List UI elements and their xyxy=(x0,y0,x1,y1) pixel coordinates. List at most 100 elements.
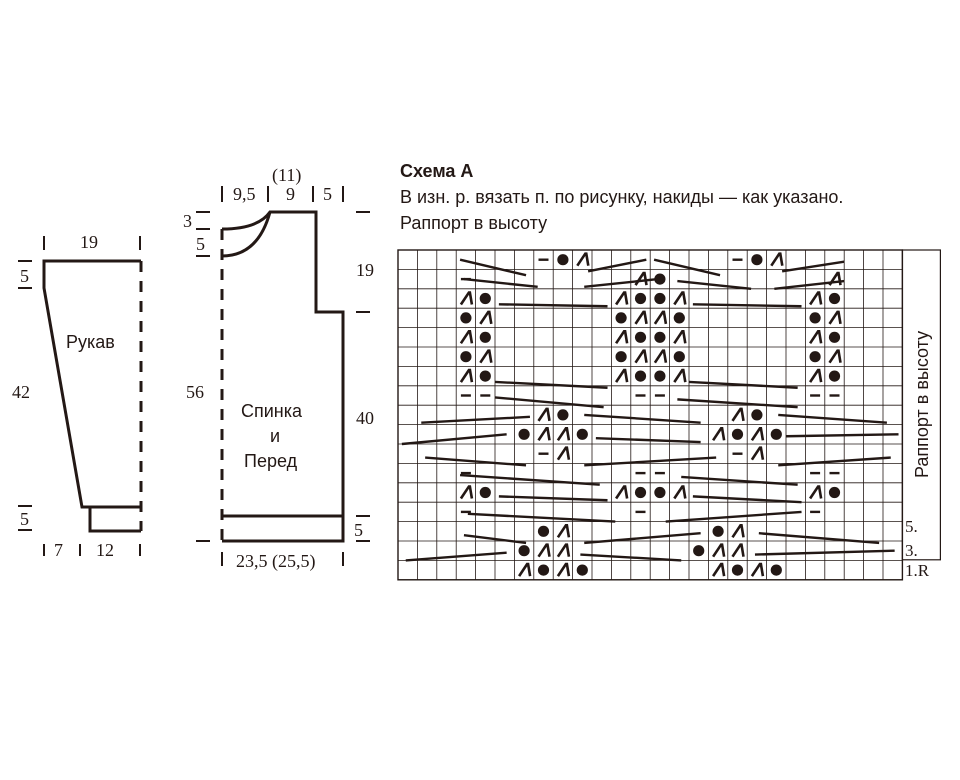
bobble-symbol xyxy=(654,273,666,285)
decrease-symbol xyxy=(809,485,823,500)
decrease-symbol xyxy=(712,562,726,577)
bobble-symbol xyxy=(615,312,627,324)
decrease-symbol xyxy=(459,368,474,383)
bobble-symbol xyxy=(537,525,550,537)
decrease-symbol xyxy=(673,291,687,306)
cable-strand xyxy=(580,553,682,562)
bobble-symbol xyxy=(518,545,530,557)
bobble-symbol xyxy=(731,564,744,576)
decrease-symbol xyxy=(556,446,571,461)
bobble-symbol xyxy=(828,331,841,343)
repeat-bracket xyxy=(901,249,942,561)
cable-strand xyxy=(425,456,527,467)
cable-strand xyxy=(781,260,845,273)
bobble-symbol xyxy=(654,331,666,343)
bobble-symbol xyxy=(576,564,588,576)
scheme-header: Схема А В изн. р. вязать п. по рисунку, … xyxy=(400,161,843,233)
cable-strand xyxy=(459,473,600,486)
bobble-symbol xyxy=(770,428,782,440)
decrease-symbol xyxy=(576,252,590,267)
decrease-symbol xyxy=(828,271,842,286)
decrease-symbol xyxy=(731,524,745,539)
bobble-symbol xyxy=(828,486,841,499)
bobble-symbol xyxy=(654,486,666,499)
body-rib-height: 5 xyxy=(354,520,363,540)
cable-strand xyxy=(758,532,880,545)
bobble-symbol xyxy=(557,254,569,266)
decrease-symbol xyxy=(537,427,551,442)
decrease-symbol xyxy=(828,310,842,325)
cable-strand xyxy=(778,456,891,467)
cable-strand xyxy=(494,396,604,409)
sleeve-top-increase: 5 xyxy=(20,266,29,286)
decrease-symbol xyxy=(750,446,765,461)
cable-strand xyxy=(785,433,899,438)
scheme-repeat-label: Раппорт в высоту xyxy=(400,213,547,233)
cable-strand xyxy=(584,456,717,467)
cable-strand xyxy=(498,495,608,502)
decrease-symbol xyxy=(556,524,571,539)
decrease-symbol xyxy=(770,252,784,267)
decrease-symbol xyxy=(731,543,745,558)
decrease-symbol xyxy=(479,349,493,364)
scheme-note: В изн. р. вязать п. по рисунку, накиды —… xyxy=(400,187,843,207)
decrease-symbol xyxy=(615,291,629,306)
decrease-symbol xyxy=(556,543,571,558)
sleeve-bottom-left: 7 xyxy=(54,540,63,560)
bobble-symbol xyxy=(518,428,530,440)
chart-legend-side: Раппорт в высоту 5. 3. 1.R xyxy=(905,331,932,580)
bobble-symbol xyxy=(654,292,666,305)
cable-strand xyxy=(677,279,752,290)
cable-strand xyxy=(665,510,802,523)
bobble-symbol xyxy=(634,486,647,499)
decrease-symbol xyxy=(459,330,474,345)
bobble-symbol xyxy=(809,312,821,324)
sleeve-pattern: 19 5 42 5 Рукав 7 12 xyxy=(12,232,143,560)
decrease-symbol xyxy=(518,562,532,577)
body-title-line3: Перед xyxy=(244,451,298,471)
decrease-symbol xyxy=(634,310,648,325)
bobble-symbol xyxy=(576,428,588,440)
cable-strand xyxy=(459,258,527,277)
bobble-symbol xyxy=(770,564,782,576)
bobble-symbol xyxy=(654,370,666,382)
decrease-symbol xyxy=(673,485,687,500)
decrease-symbol xyxy=(828,349,842,364)
bobble-symbol xyxy=(479,331,491,343)
body-back-neck-depth: 3 xyxy=(183,211,192,231)
sleeve-height: 42 xyxy=(12,382,30,402)
decrease-symbol xyxy=(809,291,823,306)
cable-strand xyxy=(778,413,887,424)
cable-strand xyxy=(774,279,845,290)
sleeve-outline xyxy=(42,259,141,509)
decrease-symbol xyxy=(459,291,474,306)
bobble-symbol xyxy=(731,428,744,440)
stitch-chart xyxy=(397,249,942,581)
body-pattern: (11) 9,5 9 5 3 5 19 40 5 56 Спинка и Пер… xyxy=(183,165,374,572)
decrease-symbol xyxy=(731,407,745,422)
decrease-symbol xyxy=(537,543,551,558)
cable-strand xyxy=(653,258,721,277)
bobble-symbol xyxy=(693,545,705,557)
cable-strand xyxy=(467,512,616,523)
decrease-symbol xyxy=(615,368,629,383)
body-side-length: 40 xyxy=(356,408,374,428)
bobble-symbol xyxy=(673,351,685,363)
decrease-symbol xyxy=(634,271,648,286)
decrease-symbol xyxy=(459,485,474,500)
body-front-neck-depth: 5 xyxy=(196,234,205,254)
cable-strand xyxy=(688,380,798,389)
cable-strand xyxy=(584,532,701,545)
body-top-left: 9,5 xyxy=(233,184,256,204)
sleeve-cuff xyxy=(88,507,141,533)
decrease-symbol xyxy=(537,407,551,422)
row-label: 3. xyxy=(905,541,918,560)
cable-strand xyxy=(692,303,802,308)
cable-strand xyxy=(421,415,530,424)
body-top-right: 5 xyxy=(323,184,332,204)
row-label: 5. xyxy=(905,517,918,536)
decrease-symbol xyxy=(750,562,765,577)
body-title-line2: и xyxy=(270,426,280,446)
cable-strand xyxy=(754,549,895,556)
